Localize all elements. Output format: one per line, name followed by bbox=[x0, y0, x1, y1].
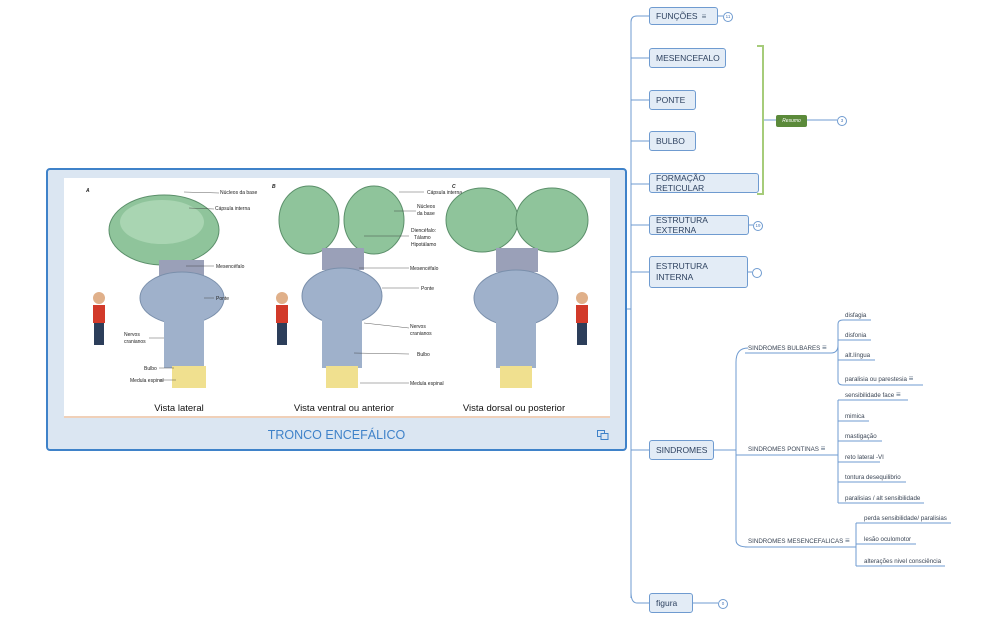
topic-bulbo[interactable]: BULBO bbox=[649, 131, 696, 151]
person-figure-c bbox=[576, 292, 588, 345]
topic-sindromes-label: SINDROMES bbox=[656, 445, 708, 455]
topic-mesencefalo[interactable]: MESENCEFALO bbox=[649, 48, 726, 68]
topic-sindromes[interactable]: SINDROMES bbox=[649, 440, 714, 460]
topic-estrutura-externa-label: ESTRUTURA EXTERNA bbox=[656, 215, 708, 235]
topic-bulbo-label: BULBO bbox=[656, 136, 685, 146]
collapse-badge-figura[interactable]: 0 bbox=[718, 599, 728, 609]
note-icon[interactable]: ≡ bbox=[820, 444, 826, 453]
label-ponte-a: Ponte bbox=[216, 296, 229, 302]
caption-dorsal: Vista dorsal ou posterior bbox=[463, 403, 565, 414]
label-medula-b: Medula espinal bbox=[410, 381, 444, 387]
collapse-badge-funcoes[interactable]: 11 bbox=[723, 12, 733, 22]
person-figure-a bbox=[93, 292, 105, 345]
leaf-reto-lateral[interactable]: reto lateral -VI bbox=[845, 454, 884, 461]
leaf-paralisia-label: paralisia ou parestesia bbox=[845, 376, 907, 383]
copy-icon[interactable] bbox=[597, 430, 609, 440]
topic-estrutura-externa[interactable]: ESTRUTURA EXTERNA bbox=[649, 215, 749, 235]
leaf-tontura[interactable]: tontura desequilibrio bbox=[845, 474, 901, 481]
label-diencefalo: Diencéfalo: bbox=[411, 228, 436, 234]
label-nucleos-base: Núcleos da base bbox=[220, 190, 257, 196]
topic-ponte[interactable]: PONTE bbox=[649, 90, 696, 110]
label-nucleos-b: Núcleos bbox=[417, 204, 436, 210]
subtopic-sindromes-mesencefalicas[interactable]: SINDROMES MESENCEFALICAS ≡ bbox=[748, 536, 850, 545]
caption-lateral: Vista lateral bbox=[154, 403, 203, 414]
subtopic-sindromes-bulbares[interactable]: SINDROMES BULBARES ≡ bbox=[748, 343, 827, 352]
subtopic-mesencefalicas-label: SINDROMES MESENCEFALICAS bbox=[748, 538, 844, 545]
note-icon[interactable]: ≡ bbox=[908, 374, 914, 383]
label-medula-a: Medula espinal bbox=[130, 378, 164, 384]
leaf-mastigacao[interactable]: mastigação bbox=[845, 433, 877, 440]
central-topic-title: TRONCO ENCEFÁLICO bbox=[267, 428, 406, 442]
collapse-badge-estrutura-interna[interactable] bbox=[752, 268, 762, 278]
topic-estrutura-interna-label: ESTRUTURA INTERNA bbox=[656, 261, 708, 282]
collapse-badge-estrutura-externa[interactable]: 19 bbox=[753, 221, 763, 231]
note-icon[interactable]: ≡ bbox=[844, 536, 850, 545]
topic-figura[interactable]: figura bbox=[649, 593, 693, 613]
topic-ponte-label: PONTE bbox=[656, 95, 686, 105]
label-ponte-b: Ponte bbox=[421, 286, 434, 292]
label-bulbo-b: Bulbo bbox=[417, 352, 430, 358]
topic-mesencefalo-label: MESENCEFALO bbox=[656, 53, 720, 63]
label-cranianos-a: cranianos bbox=[124, 339, 146, 345]
panel-letter-b: B bbox=[272, 184, 276, 190]
label-da-base-b: da base bbox=[417, 211, 435, 217]
leaf-sensibilidade-face[interactable]: sensibilidade face ≡ bbox=[845, 390, 901, 399]
leaf-sensibilidade-label: sensibilidade face bbox=[845, 392, 895, 399]
topic-formacao-reticular[interactable]: FORMAÇÃO RETICULAR bbox=[649, 173, 759, 193]
topic-funcoes[interactable]: FUNÇÕES ≡ bbox=[649, 7, 718, 25]
subtopic-pontinas-label: SINDROMES PONTINAS bbox=[748, 446, 819, 453]
leaf-alt-lingua[interactable]: alt.língua bbox=[845, 352, 871, 359]
panel-letter-c: C bbox=[452, 184, 456, 190]
leaf-paralisias-alt-sensibilidade[interactable]: paralisias / alt sensibilidade bbox=[845, 495, 921, 502]
summary-bracket bbox=[757, 45, 764, 195]
label-hipotalamo: Hipotálamo bbox=[411, 242, 437, 248]
note-icon[interactable]: ≡ bbox=[895, 390, 901, 399]
brainstem-figure: A Núcleos da base Cápsula interna Mesenc… bbox=[64, 178, 610, 418]
label-mesencefalo-b: Mesencéfalo bbox=[410, 266, 439, 272]
person-figure-b bbox=[276, 292, 288, 345]
collapse-badge-resumo[interactable]: 3 bbox=[837, 116, 847, 126]
leaf-disfonia[interactable]: disfonia bbox=[845, 332, 867, 339]
label-bulbo-a: Bulbo bbox=[144, 366, 157, 372]
leaf-alteracoes-consciencia[interactable]: alterações nivel consciência bbox=[864, 558, 942, 565]
label-cranianos-b: cranianos bbox=[410, 331, 432, 337]
topic-estrutura-interna[interactable]: ESTRUTURA INTERNA bbox=[649, 256, 748, 288]
label-nervos-b: Nervos bbox=[410, 324, 426, 330]
topic-formacao-label: FORMAÇÃO RETICULAR bbox=[656, 173, 706, 193]
subtopic-bulbares-label: SINDROMES BULBARES bbox=[748, 345, 821, 352]
leaf-paralisia-parestesia[interactable]: paralisia ou parestesia ≡ bbox=[845, 374, 913, 383]
label-capsula-interna: Cápsula interna bbox=[215, 206, 250, 212]
label-talamo: Tálamo bbox=[414, 235, 431, 241]
panel-letter-a: A bbox=[85, 188, 90, 194]
caption-ventral: Vista ventral ou anterior bbox=[294, 403, 394, 414]
leaf-lesao-oculomotor[interactable]: lesão oculomotor bbox=[864, 536, 912, 543]
leaf-mimica[interactable]: mimica bbox=[845, 413, 865, 420]
summary-topic[interactable]: Resumo bbox=[776, 115, 807, 127]
note-icon[interactable]: ≡ bbox=[821, 343, 827, 352]
note-icon[interactable]: ≡ bbox=[701, 11, 707, 21]
leaf-perda-sensibilidade[interactable]: perda sensibilidade/ paralisias bbox=[864, 515, 947, 522]
label-nervos-a: Nervos bbox=[124, 332, 140, 338]
topic-figura-label: figura bbox=[656, 598, 678, 608]
central-topic-card[interactable]: A Núcleos da base Cápsula interna Mesenc… bbox=[46, 168, 627, 451]
topic-funcoes-label: FUNÇÕES bbox=[656, 11, 698, 21]
label-capsula-interna-b: Cápsula interna bbox=[427, 190, 462, 196]
leaf-disfagia[interactable]: disfagia bbox=[845, 312, 867, 319]
subtopic-sindromes-pontinas[interactable]: SINDROMES PONTINAS ≡ bbox=[748, 444, 825, 453]
label-mesencefalo-a: Mesencéfalo bbox=[216, 264, 245, 270]
